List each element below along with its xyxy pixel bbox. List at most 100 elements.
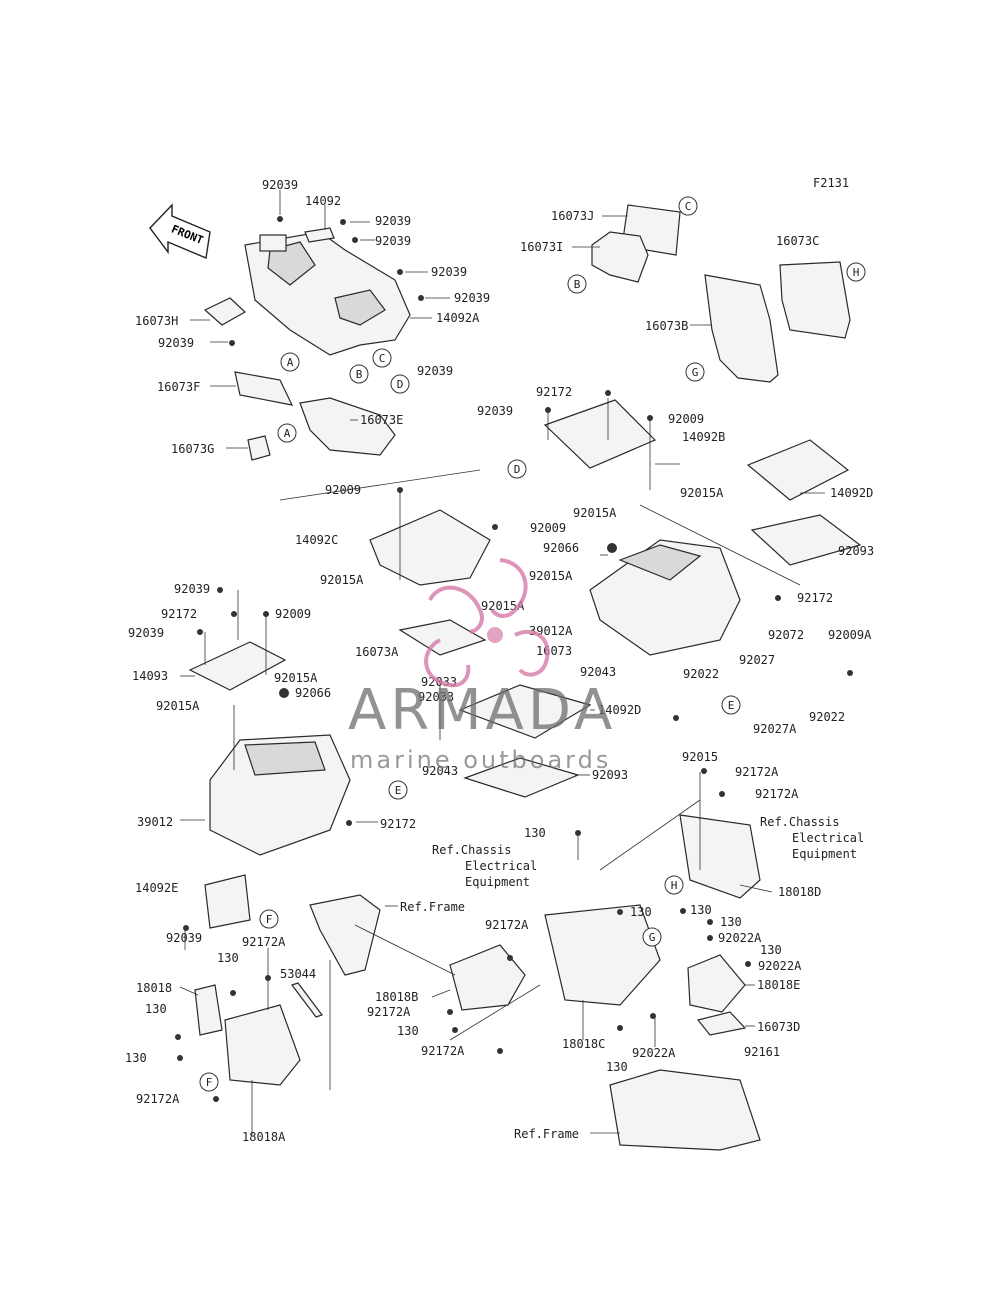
callout-markers: A A B B C C D D E E F F G G H H [199, 196, 866, 1092]
reference-label: Ref.Chassis [432, 843, 511, 857]
part-18018B-shape [449, 944, 526, 1011]
svg-text:E: E [728, 699, 735, 712]
part-label: 92039 [431, 265, 467, 279]
part-label: 130 [524, 826, 546, 840]
part-label: 92022A [632, 1046, 676, 1060]
part-label: 92009 [275, 607, 311, 621]
svg-text:A: A [287, 356, 294, 369]
callout-G-1: G [685, 362, 705, 382]
part-label: 130 [690, 903, 712, 917]
callout-E-1: E [721, 695, 741, 715]
callout-H-2: H [664, 875, 684, 895]
fastener-markers [175, 216, 853, 1102]
part-label: 92009A [828, 628, 872, 642]
part-label: 16073G [171, 442, 214, 456]
part-label: 39012 [137, 815, 173, 829]
part-label: 92172A [421, 1044, 465, 1058]
part-label: 92015A [274, 671, 318, 685]
part-14092D-shape [746, 439, 850, 501]
part-label: 92039 [454, 291, 490, 305]
part-label: 130 [720, 915, 742, 929]
part-label: 92172A [367, 1005, 411, 1019]
part-label: 14092D [598, 703, 641, 717]
reference-label: Electrical [792, 831, 864, 845]
part-label: 53044 [280, 967, 316, 981]
svg-text:E: E [395, 784, 402, 797]
part-label: 92039 [128, 626, 164, 640]
part-label: 92015 [682, 750, 718, 764]
part-label: 92015A [320, 573, 364, 587]
part-label: 18018 [136, 981, 172, 995]
part-18018E-shape [687, 954, 746, 1013]
part-label: 92043 [580, 665, 616, 679]
part-label: 16073I [520, 240, 563, 254]
front-arrow-icon: FRONT [149, 203, 211, 259]
part-label: 92039 [477, 404, 513, 418]
part-16073G-shape [247, 435, 271, 461]
part-label: 18018D [778, 885, 821, 899]
part-label: 16073J [551, 209, 594, 223]
svg-text:A: A [284, 427, 291, 440]
svg-text:C: C [685, 200, 692, 213]
part-label: 92009 [530, 521, 566, 535]
callout-A-2: A [277, 423, 297, 443]
svg-text:H: H [671, 879, 678, 892]
part-label: 130 [145, 1002, 167, 1016]
callout-B-1: B [349, 364, 369, 384]
part-label: 16073C [776, 234, 819, 248]
part-label: 92022A [718, 931, 762, 945]
watermark-title: ARMADA [348, 678, 617, 743]
part-39012-body [209, 734, 351, 856]
part-label: 92039 [166, 931, 202, 945]
part-label: 92172A [735, 765, 779, 779]
svg-text:D: D [397, 378, 404, 391]
svg-text:H: H [853, 266, 860, 279]
part-label: 16073A [355, 645, 399, 659]
svg-text:C: C [379, 352, 386, 365]
reference-label: Ref.Chassis [760, 815, 839, 829]
part-label: 92172 [161, 607, 197, 621]
part-18018-shape [194, 984, 223, 1036]
watermark-subtitle: marine outboards [350, 746, 612, 774]
part-label: 92015A [573, 506, 617, 520]
reference-label: Equipment [465, 875, 530, 889]
part-label: 92172 [797, 591, 833, 605]
part-16073I-shape [591, 231, 649, 283]
part-label: 39012A [529, 624, 573, 638]
part-label: 14092D [830, 486, 873, 500]
part-label: 92172A [755, 787, 799, 801]
part-label: 92172A [136, 1092, 180, 1106]
callout-F-1: F [259, 909, 279, 929]
part-16073D-shape [696, 1011, 747, 1036]
part-16073B-shape [704, 274, 779, 383]
part-label: 14092E [135, 881, 178, 895]
part-label: 92015A [156, 699, 200, 713]
part-label: 92039 [375, 234, 411, 248]
part-label: 16073F [157, 380, 200, 394]
part-39012A-body [589, 539, 741, 656]
part-53044-shape [291, 982, 323, 1018]
part-label: 92039 [262, 178, 298, 192]
part-18018A-shape [224, 1004, 301, 1086]
part-label: 130 [125, 1051, 147, 1065]
part-16073H-shape [203, 297, 247, 326]
part-14093-shape [188, 641, 287, 691]
part-label: 14093 [132, 669, 168, 683]
part-label: 130 [630, 905, 652, 919]
part-18018D-shape [679, 814, 761, 899]
part-label: 92022A [758, 959, 802, 973]
callout-G-2: G [642, 927, 662, 947]
part-14092C-shape [369, 509, 491, 586]
part-label: 16073D [757, 1020, 800, 1034]
reference-label: Electrical [465, 859, 537, 873]
leader-lines [179, 190, 825, 1135]
part-label: 92172A [242, 935, 286, 949]
part-label: 92043 [422, 764, 458, 778]
part-label: 16073 [536, 644, 572, 658]
part-label: 92093 [592, 768, 628, 782]
part-label: 14092 [305, 194, 341, 208]
part-label: 92009 [325, 483, 361, 497]
part-label: 92027A [753, 722, 797, 736]
part-label: 92039 [375, 214, 411, 228]
part-label: 92039 [417, 364, 453, 378]
